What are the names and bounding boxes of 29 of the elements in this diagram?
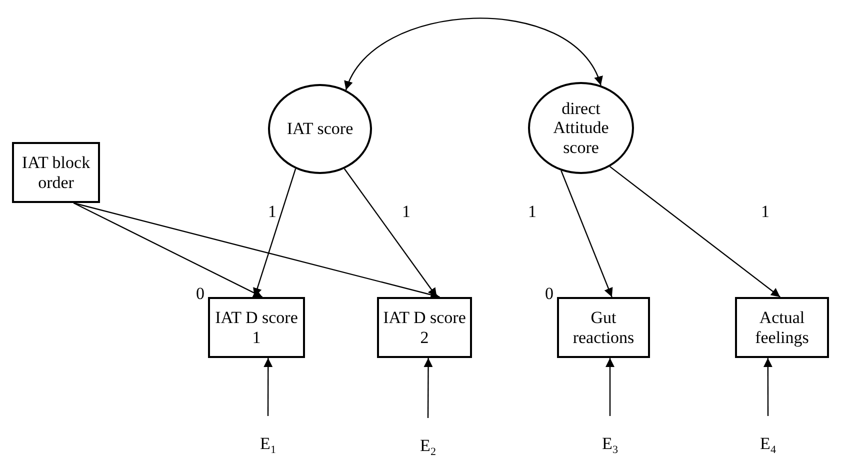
edge-label: 1: [527, 203, 538, 220]
node-label: IAT score: [286, 119, 354, 139]
node-label: IAT block order: [20, 152, 92, 192]
path-arrow: [264, 358, 273, 416]
covariance-arrow: [345, 18, 602, 90]
node-label: IAT D score 2: [382, 308, 467, 348]
path-arrow: [424, 358, 433, 418]
observed-variable-box: [12, 142, 100, 203]
error-term-label: E$_{2}$: [420, 436, 436, 456]
observed-variable-box: [377, 297, 472, 358]
node-label: direct Attitude score: [552, 98, 610, 158]
edge-label: 1: [401, 203, 412, 220]
path-arrow: [560, 170, 613, 298]
constraint-value: 0: [196, 284, 204, 304]
edge-label: 1: [760, 203, 770, 220]
node-label: IAT D score 1: [214, 308, 299, 348]
error-term-label: E$_{3}$: [602, 434, 618, 454]
error-term-label: E$_{1}$: [260, 434, 276, 454]
path-arrow: [610, 166, 780, 298]
observed-variable-box: [735, 297, 829, 358]
error-term-label: E$_{4}$: [760, 434, 776, 454]
path-arrow: [606, 358, 614, 416]
constraint-value: 0: [545, 284, 554, 304]
path-arrow: [73, 202, 440, 300]
node-label: Actual feelings: [754, 308, 810, 348]
node-label: Gut reactions: [572, 308, 636, 348]
edge-label: 1: [267, 203, 278, 220]
path-arrow: [73, 202, 263, 298]
path-arrow: [763, 358, 772, 416]
